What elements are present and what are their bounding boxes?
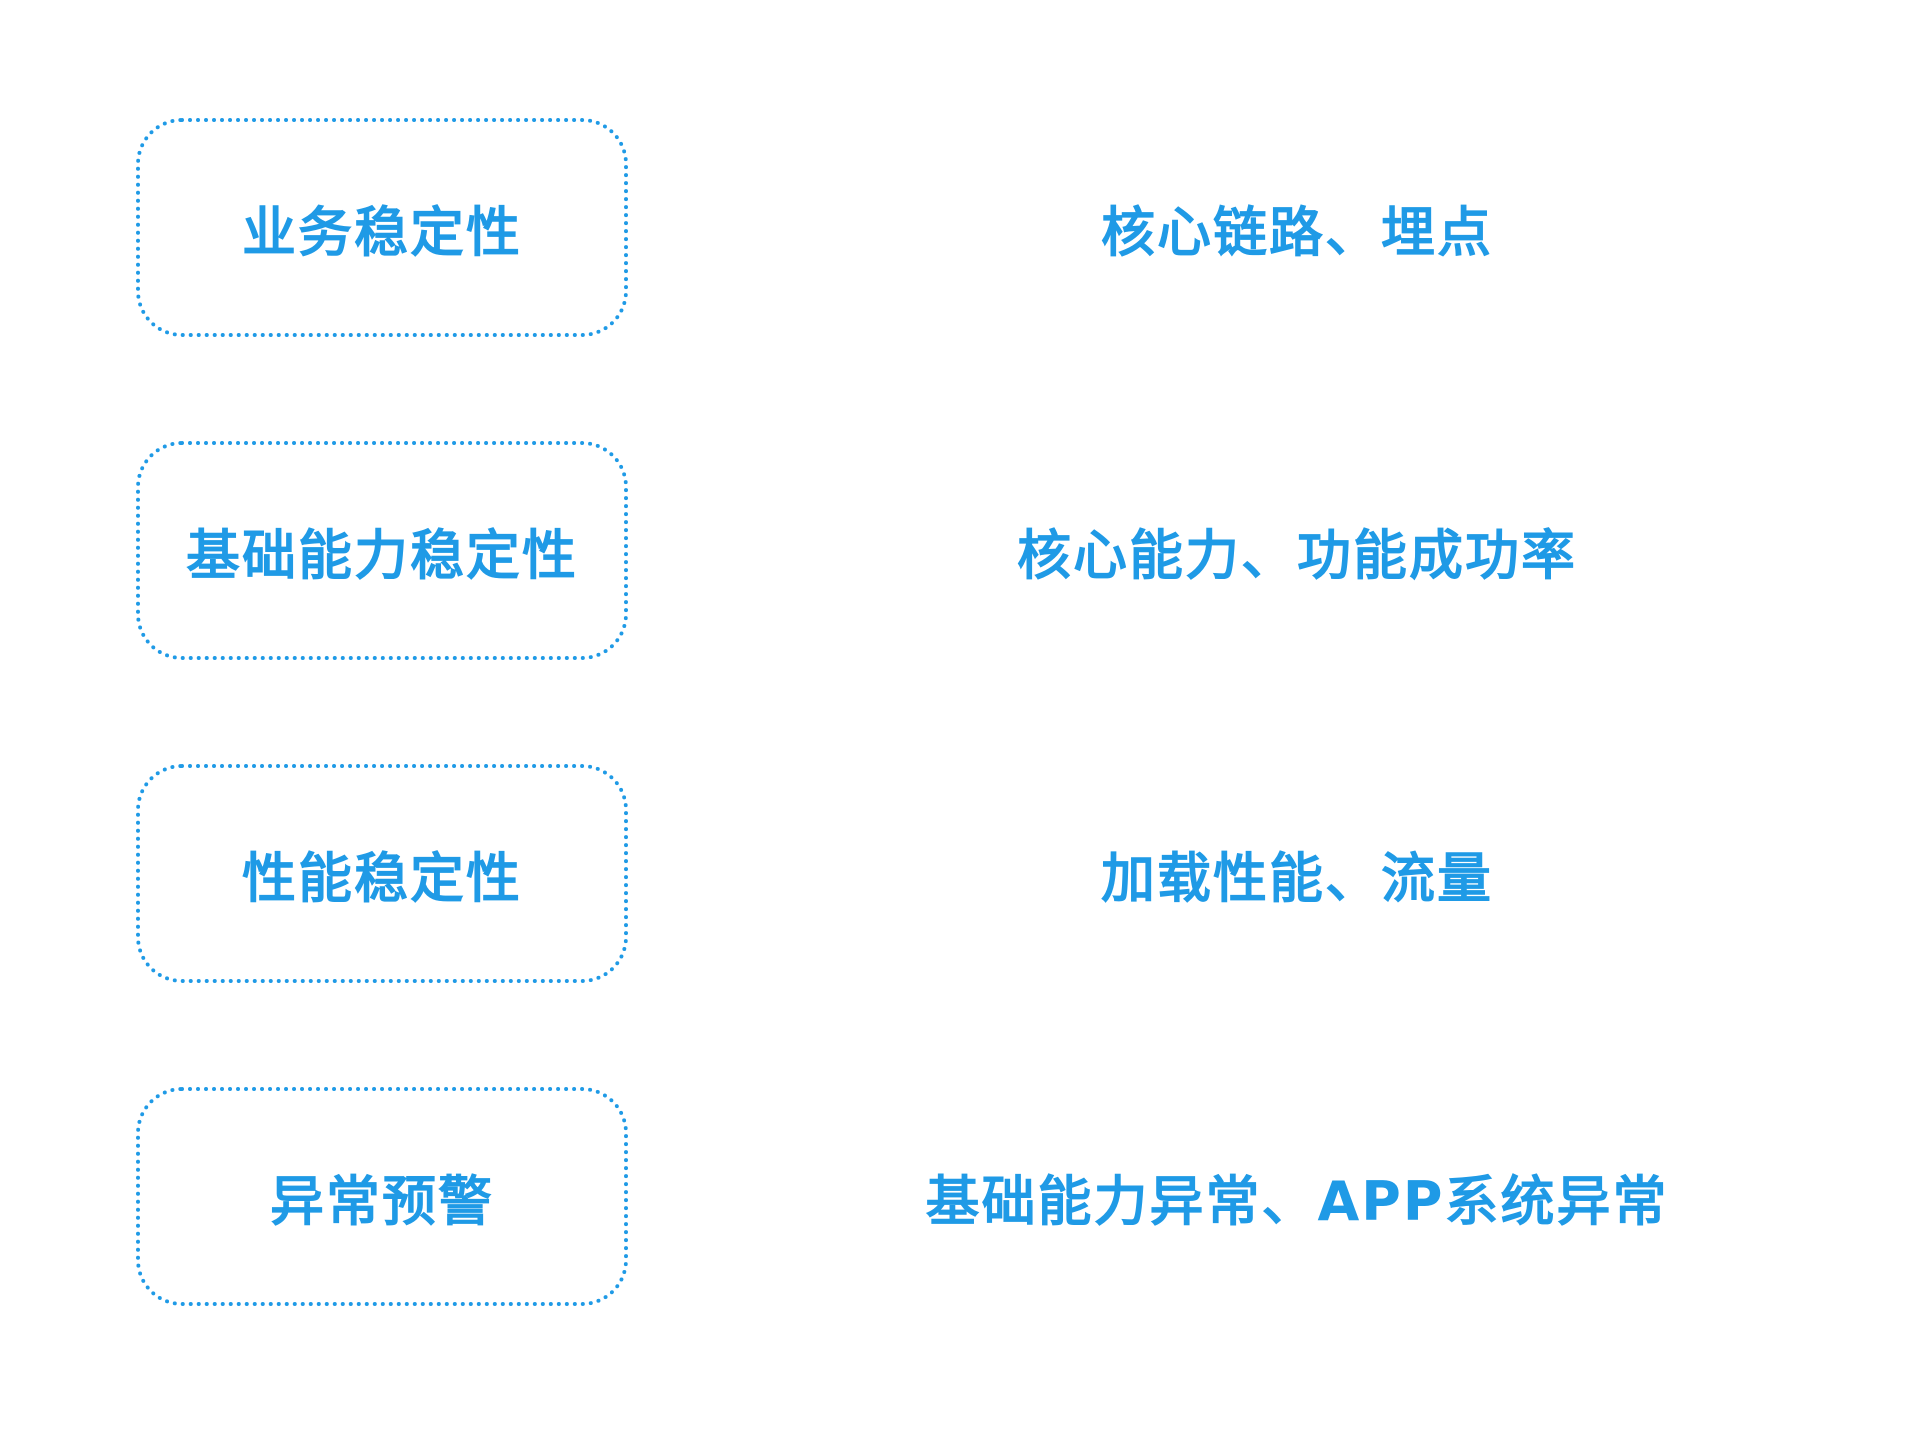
- category-label: 异常预警: [270, 1170, 494, 1233]
- metric-label: 加载性能、流量: [1101, 847, 1493, 910]
- row-business-stability: 业务稳定性 核心链路、埋点: [0, 118, 1914, 337]
- category-box: 异常预警: [136, 1087, 628, 1306]
- category-box: 基础能力稳定性: [136, 441, 628, 660]
- metric-label: 核心能力、功能成功率: [1017, 524, 1577, 587]
- metric-label: 基础能力异常、APP系统异常: [925, 1170, 1669, 1233]
- metric-label: 核心链路、埋点: [1101, 201, 1493, 264]
- row-exception-alert: 异常预警 基础能力异常、APP系统异常: [0, 1087, 1914, 1306]
- category-label: 业务稳定性: [242, 201, 522, 264]
- category-label: 性能稳定性: [242, 847, 522, 910]
- category-box: 性能稳定性: [136, 764, 628, 983]
- row-performance-stability: 性能稳定性 加载性能、流量: [0, 764, 1914, 983]
- row-basic-capability-stability: 基础能力稳定性 核心能力、功能成功率: [0, 441, 1914, 660]
- category-label: 基础能力稳定性: [186, 524, 578, 587]
- category-box: 业务稳定性: [136, 118, 628, 337]
